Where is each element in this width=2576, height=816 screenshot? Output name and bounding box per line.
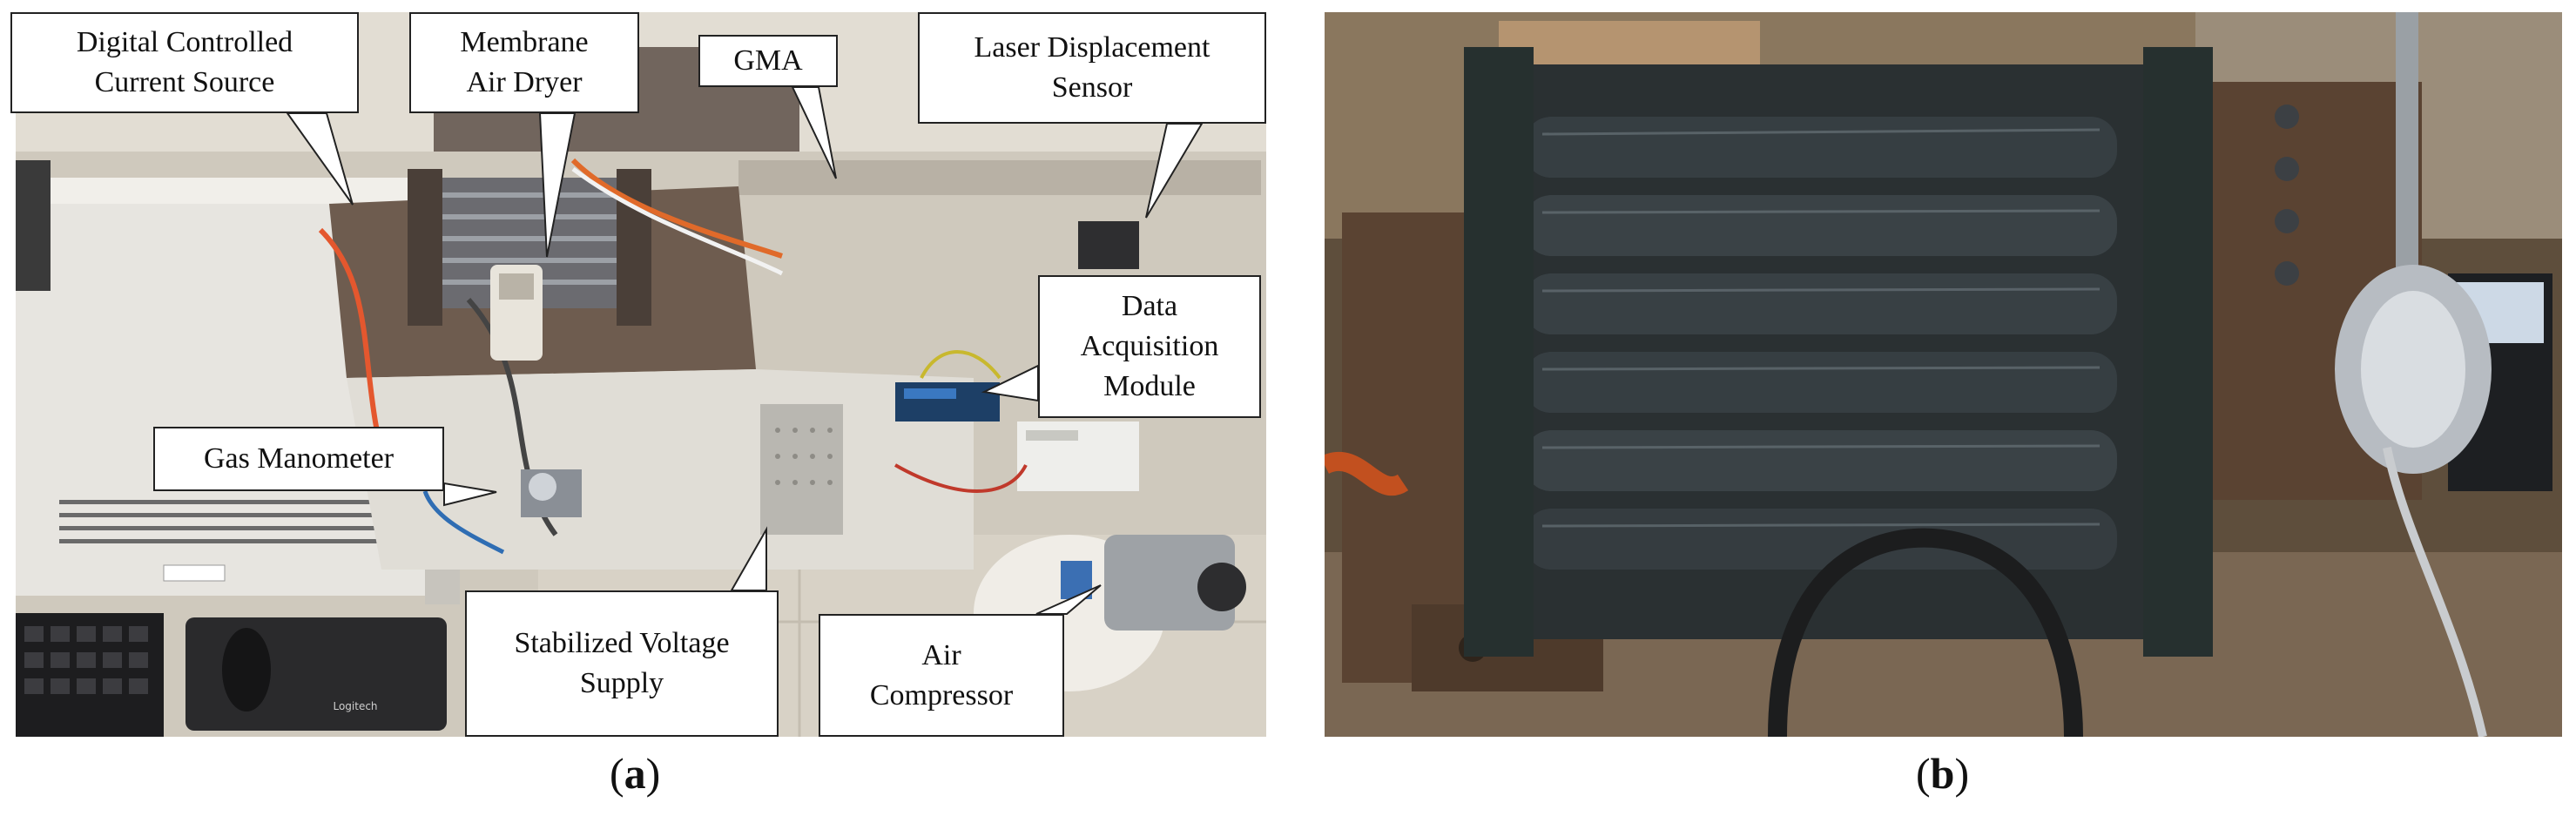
caption-b-letter: b [1930, 749, 1955, 798]
callout-data-acquisition-module: Data Acquisition Module [1038, 275, 1261, 418]
photo-panel-b [1325, 12, 2562, 737]
callout-gma: GMA [698, 35, 838, 87]
caption-b: (b) [1916, 749, 1970, 798]
gma-closeup-photo [1325, 12, 2562, 737]
callout-current-source: Digital Controlled Current Source [10, 12, 359, 113]
caption-a: (a) [610, 749, 661, 798]
callout-membrane-air-dryer: Membrane Air Dryer [409, 12, 639, 113]
keyboard-brand-logo: Logitech [333, 700, 378, 712]
callout-stabilized-voltage-supply: Stabilized Voltage Supply [465, 590, 779, 737]
callout-gas-manometer: Gas Manometer [153, 427, 444, 491]
caption-a-letter: a [624, 749, 646, 798]
callout-laser-displacement-sensor: Laser Displacement Sensor [918, 12, 1266, 124]
callout-air-compressor: Air Compressor [819, 614, 1064, 737]
